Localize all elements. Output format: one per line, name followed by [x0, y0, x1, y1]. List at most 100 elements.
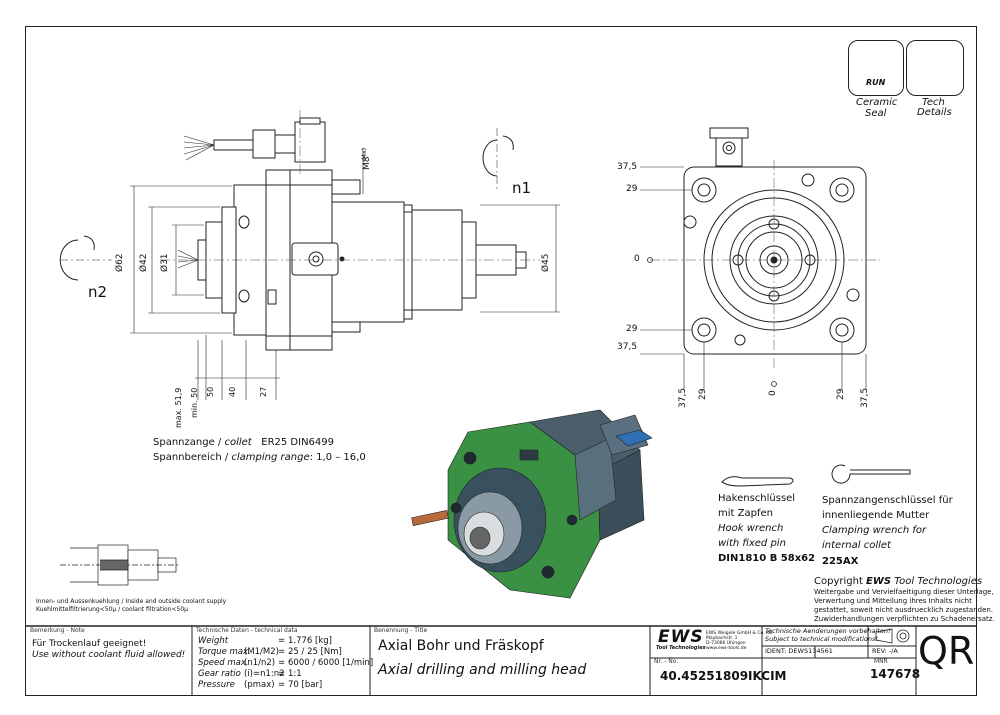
tech-row-label: Gear ratio — [198, 669, 241, 679]
clamp-wrench-line-1: Spannzangenschlüssel für — [822, 495, 953, 506]
drawing-frame — [25, 26, 977, 696]
dry-run-top-text: DRY — [868, 70, 886, 79]
company-line-1: EWS Weigele GmbH & Co. KG — [706, 631, 773, 636]
front-dim-left-1: 29 — [626, 184, 638, 194]
clamping-italic: clamping range — [231, 452, 310, 463]
changes-en: Subject to technical modifications! — [765, 635, 878, 643]
front-dim-bottom-2: 0 — [768, 390, 778, 396]
clamp-wrench-line-2: innenliegende Mutter — [822, 510, 930, 521]
dia-42-label: Ø42 — [139, 253, 149, 272]
dia-31-label: Ø31 — [160, 253, 170, 272]
tech-row-sub: (i)=n1:n2 — [244, 669, 285, 679]
nr-label: Nr. - No. — [654, 658, 679, 665]
tech-row-value: 1:1 — [288, 669, 302, 679]
front-dim-left-0: 37,5 — [617, 162, 638, 172]
copyright-brand: EWS — [866, 576, 892, 587]
tech-caption-2: Details — [917, 107, 952, 118]
isometric-render — [411, 409, 653, 599]
tech-row-label: Torque max. — [198, 647, 251, 657]
tech-row-value: 70 [bar] — [288, 680, 323, 690]
tech-row: Torque max. (M1/M2) = 25 / 25 [Nm] — [198, 647, 368, 659]
copyright-title: Copyright EWS Tool Technologies — [814, 576, 982, 588]
hook-wrench-line-1: Hakenschlüssel — [718, 493, 796, 504]
collet-prefix: Spannzange / — [153, 437, 225, 448]
hook-wrench-line-2: mit Zapfen — [718, 508, 773, 519]
clamping-prefix: Spannbereich / — [153, 452, 232, 463]
clamp-wrench-line-3: Clamping wrench for — [822, 525, 927, 536]
tech-details-badge — [906, 40, 964, 96]
company-line-4: www.ews-tools.de — [706, 646, 747, 651]
tech-row-label: Speed max. — [198, 658, 249, 668]
tech-data-table: Weight = 1.776 [kg] Torque max. (M1/M2) … — [198, 636, 373, 692]
changes-de: Technische Aenderungen vorbehalten! — [765, 627, 891, 635]
copyright-line-2: Verwertung und Mitteilung ihres Inhalts … — [814, 597, 972, 605]
dia-62-label: Ø62 — [115, 253, 125, 272]
rotation-n2-label: n2 — [88, 283, 108, 301]
projection-symbol-icon — [875, 628, 910, 644]
front-dim-bottom-0: 37,5 — [678, 387, 688, 408]
tech-caption-1: Tech — [922, 97, 945, 108]
mnr-label: MNR — [874, 658, 888, 665]
tech-row-sub: (n1/n2) — [244, 658, 276, 668]
ews-logo-icon — [656, 630, 704, 652]
title-block-grid — [25, 625, 977, 696]
front-dim-left-3: 29 — [626, 324, 638, 334]
tech-row-eq: = — [278, 658, 286, 668]
remark-de: Für Trockenlauf geeignet! — [32, 639, 147, 649]
copyright-line-1: Weitergabe und Vervielfaeltigung dieser … — [814, 588, 994, 596]
part-number: 40.45251809IKCIM — [660, 669, 787, 683]
hook-wrench-line-3: Hook wrench — [718, 523, 784, 534]
tech-row: Pressure (pmax) = 70 [bar] — [198, 680, 368, 692]
company-line-2: Maybachstr. 1 — [706, 636, 738, 641]
tech-row-value: 1.776 [kg] — [288, 636, 332, 646]
dry-run-caption-1: Ceramic — [856, 97, 898, 108]
tech-row-sub: (pmax) — [244, 680, 275, 690]
title-en: Axial drilling and milling head — [378, 662, 587, 678]
qr-label: QR — [918, 629, 975, 673]
front-view-flange — [683, 127, 867, 355]
hook-wrench-line-4: with fixed pin — [718, 538, 786, 549]
title-de: Axial Bohr und Fräskopf — [378, 638, 544, 654]
dry-run-badge — [848, 40, 904, 96]
dim-40-label: 40 — [228, 386, 237, 397]
collet-suffix: ER25 DIN6499 — [261, 437, 334, 448]
tech-row-eq: = — [278, 636, 286, 646]
rotation-n1-label: n1 — [512, 179, 532, 197]
tech-row-eq: = — [278, 680, 286, 690]
tech-row-value: 25 / 25 [Nm] — [288, 647, 342, 657]
hook-wrench-drawing — [721, 476, 794, 487]
ident: IDENT: DEWS134561 — [765, 647, 833, 655]
copyright-prefix: Copyright — [814, 576, 867, 587]
dim-min-label: min. 50 — [190, 387, 199, 418]
tech-row-label: Pressure — [198, 680, 235, 690]
copyright-line-4: Zuwiderhandlungen verpflichten zu Schade… — [814, 615, 995, 623]
front-dim-bottom-3: 29 — [836, 388, 846, 400]
coolant-schematic — [60, 544, 180, 586]
tech-row-value: 6000 / 6000 [1/min] — [288, 658, 374, 668]
tech-row-eq: = — [278, 669, 286, 679]
mnr-number: 147678 — [870, 667, 921, 681]
dim-50-label: 50 — [206, 386, 215, 397]
copyright-suffix: Tool Technologies — [891, 576, 983, 587]
clamp-wrench-line-5: 225AX — [822, 556, 859, 567]
hook-wrench-line-5: DIN1810 B 58x62 — [718, 553, 816, 564]
front-dim-left-4: 37,5 — [617, 342, 638, 352]
front-dim-bottom-4: 37,5 — [860, 387, 870, 408]
dim-max-label: max. 51,9 — [174, 387, 183, 428]
revision: REV: -/A — [872, 647, 898, 655]
front-dim-bottom-1: 29 — [698, 388, 708, 400]
coolant-line-2: Kuehlmittelfiltrierung<50µ / coolant fil… — [36, 606, 188, 613]
title-header: Benennung - Title — [374, 627, 428, 634]
thread-count: (4x) — [361, 147, 368, 160]
tech-header: Technische Daten - technical data — [196, 627, 298, 634]
dia-45-label: Ø45 — [541, 253, 551, 272]
tech-row: Weight = 1.776 [kg] — [198, 636, 368, 648]
clamp-wrench-line-4: internal collet — [822, 540, 891, 551]
dry-run-caption-2: Seal — [865, 108, 887, 119]
clamping-suffix: : 1,0 – 16,0 — [309, 452, 366, 463]
tech-row: Speed max. (n1/n2) = 6000 / 6000 [1/min] — [198, 658, 373, 670]
clamp-wrench-drawing — [831, 464, 911, 484]
dim-27-label: 27 — [259, 386, 268, 397]
front-dim-left-2: 0 — [634, 254, 640, 264]
remark-header: Bemerkung - Note — [30, 627, 85, 634]
